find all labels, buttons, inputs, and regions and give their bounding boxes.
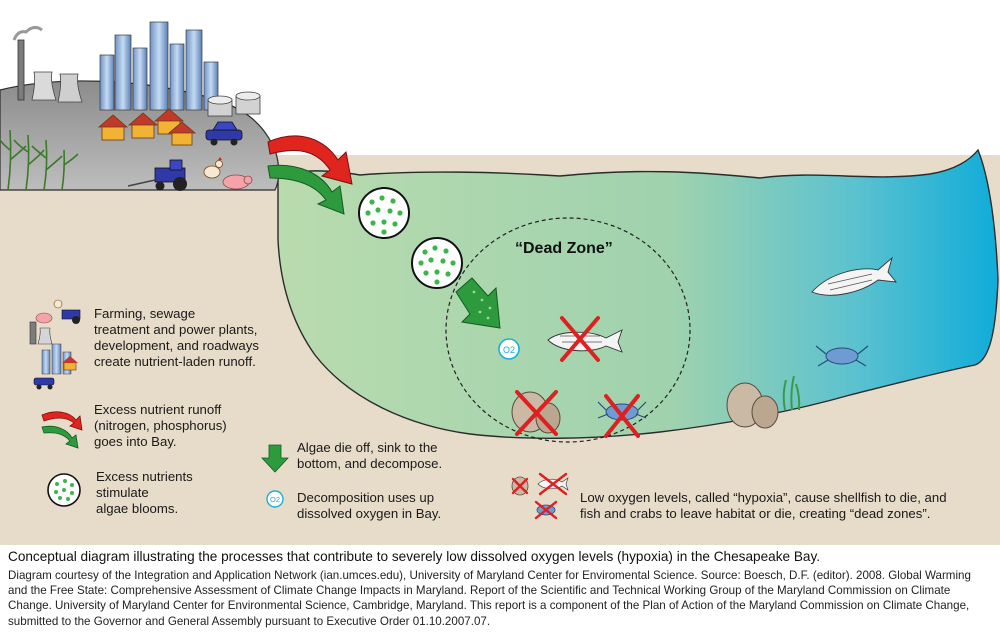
- legend-line: goes into Bay.: [94, 434, 177, 449]
- oyster-icon: [726, 382, 779, 429]
- nutrient-runoff-arrow-icon: [267, 135, 353, 215]
- seagrass-icon: [782, 375, 801, 411]
- legend-runoff-sources-text: Farming, sewage treatment and power plan…: [94, 306, 259, 370]
- legend-hypoxia-text: Low oxygen levels, called “hypoxia”, cau…: [580, 490, 947, 522]
- car-icon: [205, 121, 243, 146]
- legend-line: algae blooms.: [96, 501, 179, 516]
- legend-runoff-sources-icon: [29, 299, 81, 390]
- legend-line: treatment and power plants,: [94, 322, 258, 337]
- legend-line: (nitrogen, phosphorus): [94, 418, 227, 433]
- dead-fish-icon: [547, 316, 623, 362]
- power-plant-icon: [12, 25, 83, 103]
- legend-runoff-arrow-icon: [41, 411, 83, 449]
- legend-algae-bloom-icon: [47, 473, 81, 507]
- storage-tanks-icon: [207, 91, 261, 117]
- bay-diagram: O2: [0, 21, 1000, 545]
- dead-zone-label: “Dead Zone”: [515, 240, 613, 257]
- algae-bloom-icon: [411, 237, 463, 289]
- fish-icon: [811, 256, 898, 296]
- oxygen-bubble-icon: O2: [498, 338, 520, 360]
- legend-nutrient-runoff-text: Excess nutrient runoff (nitrogen, phosph…: [94, 402, 227, 450]
- legend-line: Decomposition uses up: [297, 490, 435, 505]
- legend-line: Algae die off, sink to the: [297, 440, 438, 455]
- houses-icon: [97, 108, 197, 146]
- city-buildings-icon: [99, 21, 219, 111]
- caption-title: Conceptual diagram illustrating the proc…: [8, 549, 821, 564]
- pig-icon: [222, 174, 253, 190]
- legend-line: dissolved oxygen in Bay.: [297, 506, 442, 521]
- legend-line: create nutrient-laden runoff.: [94, 354, 256, 369]
- bay-water: [277, 148, 999, 439]
- legend-sinking-arrow-icon: [261, 444, 289, 473]
- tractor-icon: [127, 159, 187, 191]
- legend-line: Excess nutrient runoff: [94, 402, 222, 417]
- legend-line: Excess nutrients: [96, 469, 193, 484]
- dead-crab-icon: [597, 394, 647, 438]
- corn-field-icon: [0, 129, 79, 191]
- legend-line: bottom, and decompose.: [297, 456, 443, 471]
- caption-credit: Diagram courtesy of the Integration and …: [8, 569, 971, 628]
- sinking-arrow-icon: [455, 277, 501, 329]
- dead-oyster-icon: [511, 390, 561, 436]
- legend-algae-bloom-text: Excess nutrients stimulate algae blooms.: [96, 469, 193, 517]
- legend-line: Low oxygen levels, called “hypoxia”, cau…: [580, 490, 947, 505]
- chicken-icon: [203, 157, 223, 179]
- legend-decomposition-text: Decomposition uses up dissolved oxygen i…: [297, 490, 441, 522]
- legend-hypoxia-icon: [511, 472, 569, 520]
- legend-line: development, and roadways: [94, 338, 259, 353]
- oxygen-symbol: O2: [503, 345, 515, 355]
- legend-oxygen-icon: O2: [266, 490, 284, 508]
- legend-algae-die-text: Algae die off, sink to the bottom, and d…: [297, 440, 442, 472]
- crab-icon: [815, 345, 869, 367]
- algae-bloom-icon: [358, 187, 410, 239]
- legend-line: Farming, sewage: [94, 306, 196, 321]
- svg-text:O2: O2: [270, 495, 280, 504]
- legend-line: stimulate: [96, 485, 149, 500]
- dead-zone-boundary: [445, 217, 691, 443]
- legend-line: fish and crabs to leave habitat or die, …: [580, 506, 931, 521]
